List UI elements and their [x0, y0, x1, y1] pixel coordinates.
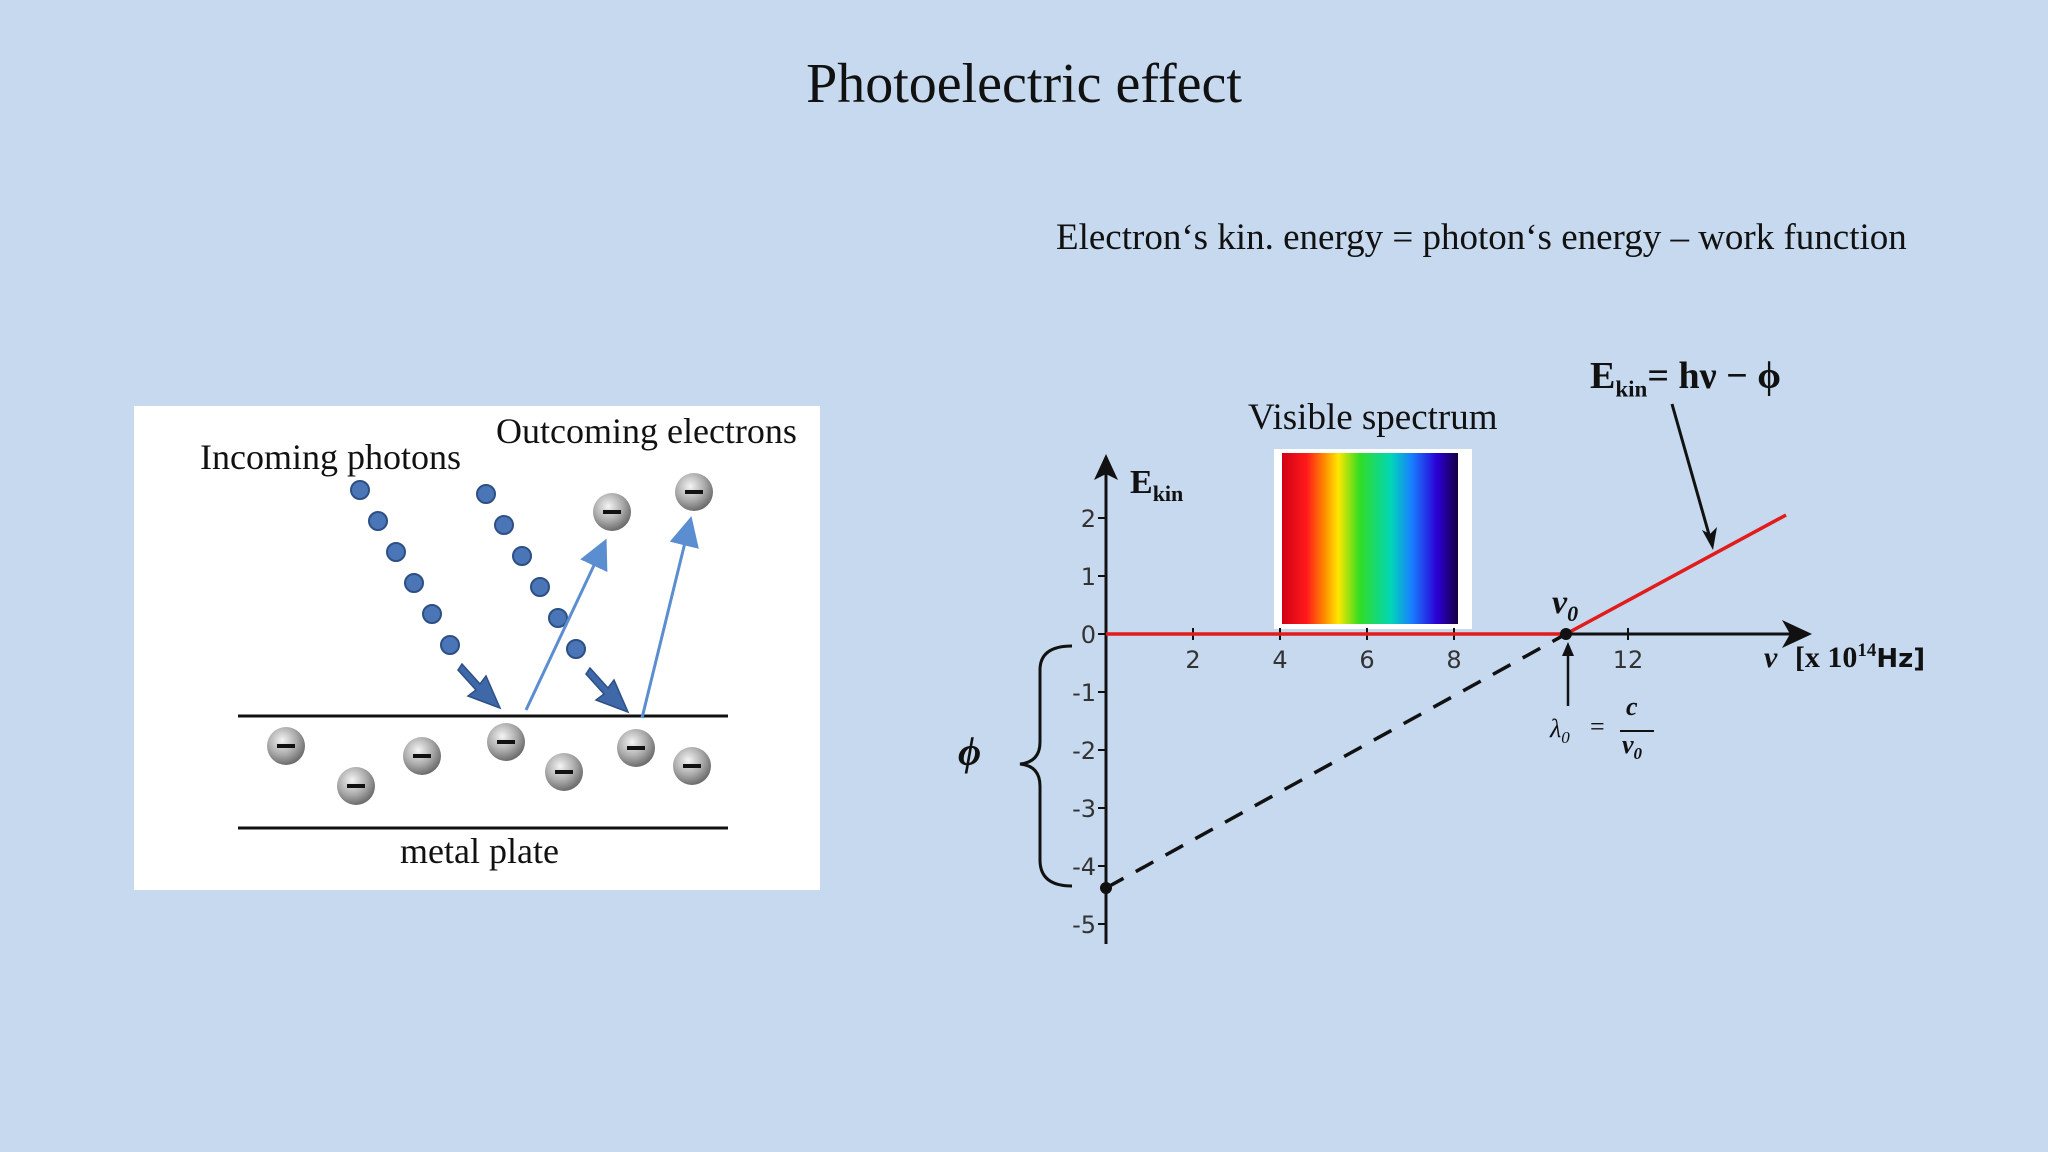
equation-lhs: E: [1590, 355, 1616, 397]
photon-arrow-1: [457, 662, 502, 710]
y-tick-label: -1: [1072, 679, 1096, 707]
lambda-subscript: 0: [1561, 728, 1570, 748]
x-axis-label: ν [x 1014Hz]: [1764, 640, 1925, 675]
y-axis-arrowhead: [1094, 454, 1118, 480]
y-tick-label: -5: [1072, 911, 1096, 939]
x-tick-label: 2: [1185, 646, 1200, 674]
phi-brace: [1019, 644, 1073, 888]
lambda-pointer-head: [1562, 642, 1574, 656]
electron-path-1: [524, 538, 608, 711]
emitted-electrons: [593, 473, 713, 531]
equation-rhs: = hν − ϕ: [1647, 355, 1781, 397]
lambda-symbol: λ: [1550, 714, 1562, 743]
x-tick-label: 12: [1613, 646, 1644, 674]
x-axis-unit-main: [x 10: [1794, 641, 1858, 674]
lambda-denominator: ν: [1622, 730, 1634, 759]
x-axis-unit-end: Hz]: [1876, 644, 1926, 674]
incoming-photons-label: Incoming photons: [200, 437, 461, 477]
equation-pointer-head: [1702, 527, 1717, 550]
x-tick-label: 8: [1446, 646, 1461, 674]
threshold-point: [1560, 628, 1572, 640]
y-tick-label: -4: [1072, 853, 1096, 881]
y-axis-label: Ekin: [1130, 464, 1183, 507]
x-tick-label: 6: [1359, 646, 1374, 674]
intercept-point: [1100, 882, 1112, 894]
y-tick-label: 1: [1081, 563, 1096, 591]
equation-lhs-sub: kin: [1615, 376, 1648, 402]
x-axis-symbol: ν: [1764, 641, 1778, 674]
lambda-denominator-subscript: 0: [1633, 744, 1643, 764]
photon-arrow-2: [585, 666, 630, 714]
y-axis-label-sub: kin: [1152, 480, 1184, 506]
equation-pointer: [1670, 403, 1712, 539]
lambda-equals: =: [1590, 712, 1605, 741]
nu0-label: ν0: [1552, 584, 1578, 627]
y-tick-label: 0: [1081, 621, 1096, 649]
energy-equation: Ekin= hν − ϕ: [1590, 354, 1781, 403]
nu0-symbol: ν: [1552, 584, 1568, 621]
phi-label: ϕ: [958, 729, 982, 774]
spectrum-label: Visible spectrum: [1248, 397, 1498, 438]
x-ticks: 2 4 6 8 12: [1185, 628, 1643, 674]
slide-subtitle: Electron‘s kin. energy = photon‘s energy…: [1056, 217, 1907, 258]
illustration-drawing: [238, 473, 728, 830]
plate-electrons: [267, 723, 711, 805]
x-axis-unit-exponent: 14: [1857, 640, 1877, 661]
photon-stream-1: [350, 480, 460, 655]
x-tick-label: 4: [1272, 646, 1287, 674]
lambda-numerator: c: [1626, 692, 1638, 721]
y-ticks: 2 1 0 -1 -2 -3 -4 -5: [1072, 505, 1106, 939]
extrapolated-line: [1105, 632, 1567, 890]
y-tick-label: -2: [1072, 737, 1096, 765]
y-tick-label: -3: [1072, 795, 1096, 823]
outcoming-electrons-label: Outcoming electrons: [496, 411, 797, 451]
photon-stream-2: [476, 484, 586, 659]
kinetic-energy-line: [1565, 513, 1787, 636]
y-tick-label: 2: [1081, 505, 1096, 533]
slide-title: Photoelectric effect: [806, 53, 1242, 115]
electron-path-2: [640, 516, 699, 719]
photoelectric-illustration: Incoming photons Outcoming electrons met…: [134, 406, 820, 890]
lambda-fraction-bar: [1620, 730, 1654, 732]
y-axis-label-main: E: [1130, 464, 1153, 501]
visible-spectrum: [1274, 449, 1472, 629]
metal-plate-label: metal plate: [400, 831, 559, 871]
nu0-subscript: 0: [1567, 600, 1579, 626]
